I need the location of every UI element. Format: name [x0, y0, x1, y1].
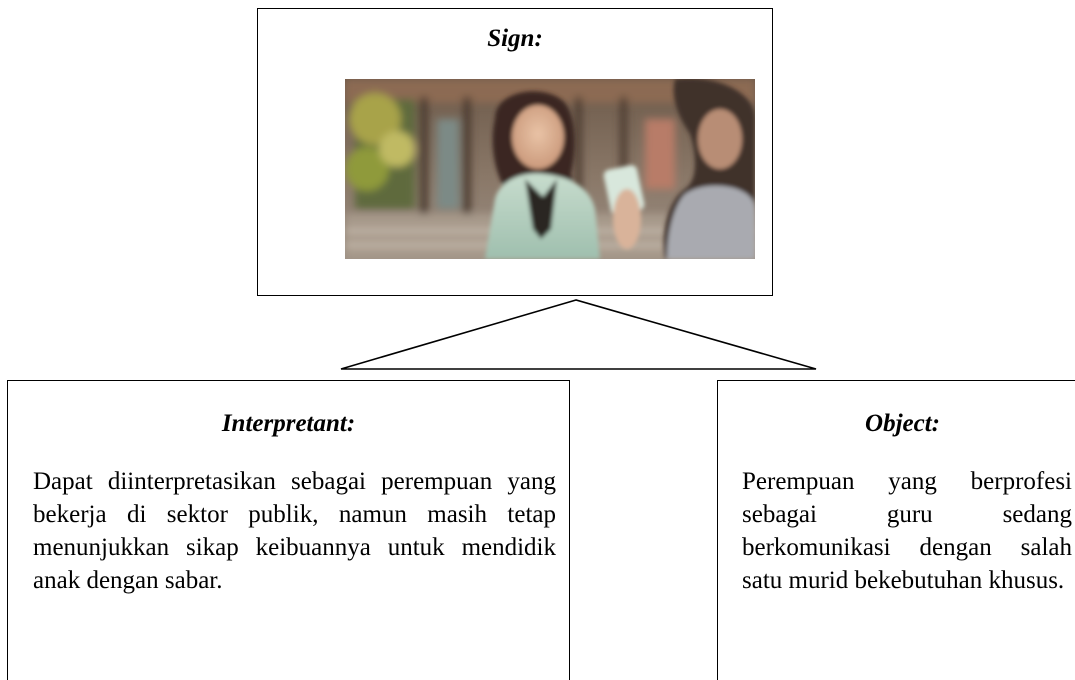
sign-box: Sign:	[257, 8, 773, 296]
interpretant-box: Interpretant: Dapat diinterpretasikan se…	[7, 380, 570, 680]
sign-photo	[345, 79, 755, 259]
object-text: Perempuan yang berprofesi sebagai guru s…	[742, 468, 1072, 594]
sign-title: Sign:	[487, 25, 543, 52]
interpretant-title: Interpretant:	[221, 410, 356, 437]
object-box: Object: Perempuan yang berprofesi sebaga…	[717, 380, 1075, 680]
photo-scene	[345, 79, 755, 259]
interpretant-text: Dapat diinterpretasikan sebagai perempua…	[33, 468, 556, 594]
triangle-shape	[340, 299, 817, 370]
object-title: Object:	[865, 410, 940, 437]
